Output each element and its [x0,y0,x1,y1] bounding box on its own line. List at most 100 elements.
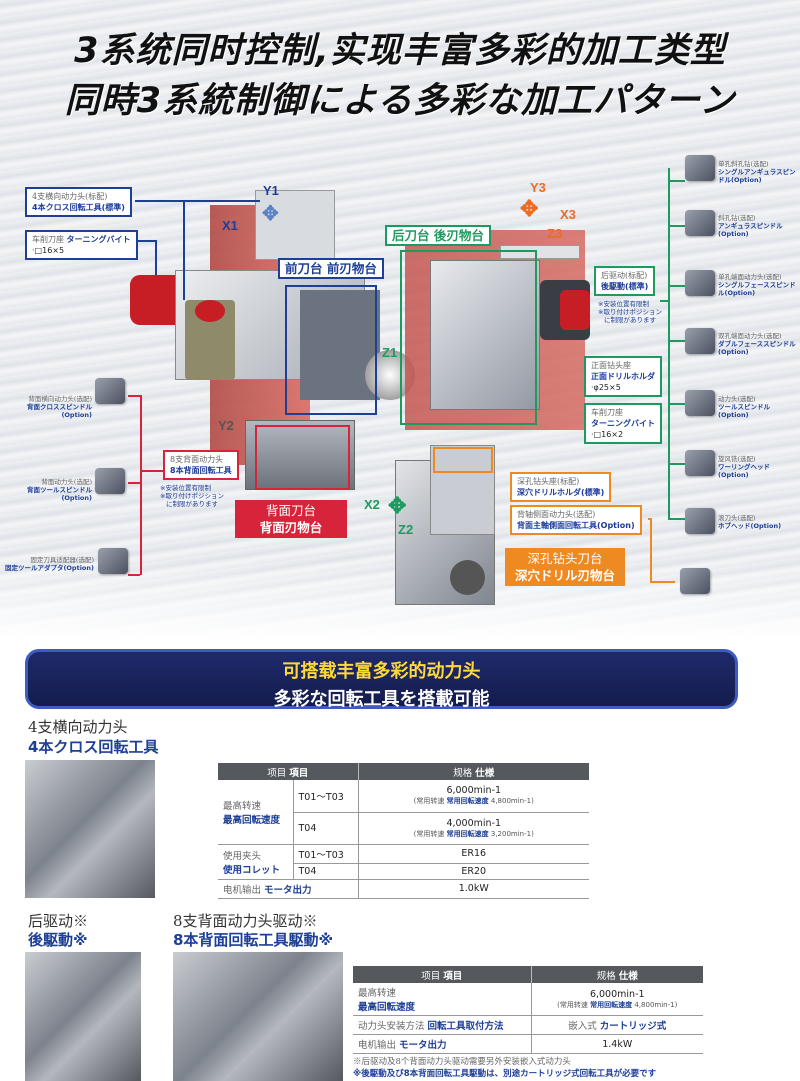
callout-spec: ·□16×2 [591,430,624,439]
row-label-cn: 电机输出 [358,1040,397,1051]
row-label-jp: モータ出力 [264,884,312,896]
value-cell: 6,000min-1 [446,785,502,797]
side-tool-icon [680,568,710,594]
value-cn: 嵌入式 [568,1021,597,1032]
option-jp: シングルアンギュラスピンドル(Option) [718,168,796,184]
table-row: 动力头安装方法 回転工具取付方法 嵌入式 カートリッジ式 [353,1015,703,1035]
label-cn: 背面刀台 [265,503,316,518]
header-jp: 項目 [289,767,309,779]
option-jp: 固定ツールアダプタ(Option) [4,564,94,572]
back-tool-spindle-icon [95,468,125,494]
note-line: に制限があります [604,316,656,324]
callout-cn: 背轴侧面动力头(选配) [517,510,596,519]
option-item: 双孔端面动力头(选配)ダブルフェーススピンドル(Option) [718,332,798,356]
face-spindle-icon [685,270,715,296]
axis-arrows-front-icon: ✥ [262,203,279,225]
back-tools-photo [173,952,343,1081]
row-label-jp: 最高回転速度 [223,814,281,826]
option-cn: 固定刀具适配器(选配) [30,556,94,564]
callout-jp: ターニングバイト [66,235,131,244]
option-item: 固定刀具适配器(选配)固定ツールアダプタ(Option) [2,556,94,572]
callout-cn: 深孔钻头座(标配) [517,477,580,486]
callout-cn: 正面钻头座 [591,361,631,370]
option-cn: 动力头(选配) [718,395,756,403]
row-label-jp: モータ出力 [399,1040,447,1051]
row-label-cn: 最高转速 [223,800,262,812]
section3-title-cn: 8支背面动力头驱动※ [173,912,318,930]
option-jp: ダブルフェーススピンドル(Option) [718,340,796,356]
row-label-cn: 最高转速 [358,988,397,999]
footnote-jp: ※後駆動及び8本背面回転工具駆動は、別途カートリッジ式回転工具が必要です [353,1069,657,1079]
side-tool-callout: 背轴侧面动力头(选配) 背面主軸側面回転工具(Option) [510,505,642,535]
section2-title-cn: 后驱动※ [28,912,89,930]
option-jp: ホブヘッド(Option) [718,522,782,530]
rear-drive-callout: 后驱动(标配) 後駆動(標準) [594,266,656,296]
option-cn: 单孔端面动力头(选配) [718,273,782,281]
row-label-jp: 使用コレット [223,864,281,876]
value-cell: 1.4kW [531,1034,703,1054]
banner-jp: 多彩な回転工具を搭載可能 [273,689,490,710]
front-post-label: 前刀台 前刃物台 [278,258,384,279]
option-item: 单孔端面动力头(选配)シングルフェーススピンドル(Option) [718,273,798,297]
row-label-jp: 回転工具取付方法 [427,1021,504,1032]
footnote-cn: ※后驱动及8个背面动力头驱动需要另外安装嵌入式动力头 [353,1057,571,1067]
back-tools-spec-table: 项目 項目规格 仕様 最高转速最高回転速度 6,000min-1(常用转速 常用… [353,966,703,1054]
callout-jp: 8本背面回転工具 [170,466,232,475]
axis-y2: Y2 [218,418,234,433]
common-jp: 常用回転速度 [590,1000,633,1009]
title-japanese: 同時3系統制御による多彩な加工パターン [64,81,736,121]
tool-cell: T01～T03 [293,844,359,864]
banner-cn: 可搭载丰富多彩的动力头 [282,661,481,682]
value-cell: 6,000min-1 [589,988,645,1000]
value-cell: ER20 [358,863,589,880]
angular-spindle-icon [685,210,715,236]
rear-drive-notes: ※安装位置有限制 ※取り付けポジション に制限があります [598,300,662,324]
tool-spindle-icon [685,390,715,416]
option-jp: 背面クロススピンドル(Option) [27,403,92,419]
option-cn: 滚刀头(选配) [718,514,756,522]
axis-z3: Z3 [547,226,563,241]
deep-post-label: 深孔钻头刀台 深穴ドリル刃物台 [505,548,625,586]
option-cn: 背面横向动力头(选配) [28,395,92,403]
value-jp: カートリッジ式 [599,1021,667,1032]
axis-z2: Z2 [398,522,414,537]
table-header: 项目 項目规格 仕様 [218,763,589,780]
callout-cn: 4支横向动力头(标配) [32,192,108,201]
whirling-head-icon [685,450,715,476]
note-line: ※取り付けポジション [598,308,662,316]
common-cn: (常用转速 [557,1000,588,1009]
table-row: T04 ER20 [218,863,589,880]
common-cn: (常用转速 [413,829,445,838]
callout-spec: ·□16×5 [32,246,65,255]
title-chinese: 3系统同时控制,实现丰富多彩的加工类型 [74,31,726,71]
common-cn: (常用转速 [413,797,445,806]
table-header: 项目 項目规格 仕様 [353,966,703,983]
option-item: 背面横向动力头(选配)背面クロススピンドル(Option) [2,395,92,419]
header-cn: 项目 [267,767,287,779]
option-cn: 双孔端面动力头(选配) [718,332,782,340]
callout-jp: 正面ドリルホルダ [591,372,655,381]
table-row: 电机输出 モータ出力 1.4kW [353,1034,703,1054]
option-cn: 旋风铣(选配) [718,455,756,463]
header-jp: 仕様 [475,767,495,779]
option-jp: 背面ツールスピンドル(Option) [27,486,92,502]
axis-x2: X2 [364,497,380,512]
row-label-cn: 电机输出 [223,884,262,896]
common-value: 3,200min-1) [490,829,534,838]
deep-drill-callout: 深孔钻头座(标配) 深穴ドリルホルダ(標準) [510,472,612,502]
fixed-tool-adapter-icon [98,548,128,574]
option-jp: ツールスピンドル(Option) [718,403,770,419]
cross-tool-spec-table: 项目 項目规格 仕様 [218,763,589,780]
back-tools-callout: 8支背面动力头 8本背面回転工具 [163,450,239,480]
value-cell: 4,000min-1 [446,817,502,829]
axis-z1: Z1 [382,345,398,360]
callout-cn: 后驱动(标配) [601,271,648,280]
label-cn: 深孔钻头刀台 [527,551,603,566]
cross-tool-callout: 4支横向动力头(标配) 4本クロス回転工具(標準) [25,187,132,217]
common-value: 4,800min-1) [490,797,534,806]
hob-head-icon [685,508,715,534]
axis-arrows-rear-icon: ✥ [520,196,539,221]
option-cn: 斜孔钻(选配) [718,214,756,222]
option-item: 斜孔钻(选配)アンギュラスピンドル(Option) [718,214,798,238]
callout-jp: ターニングバイト [591,419,655,428]
